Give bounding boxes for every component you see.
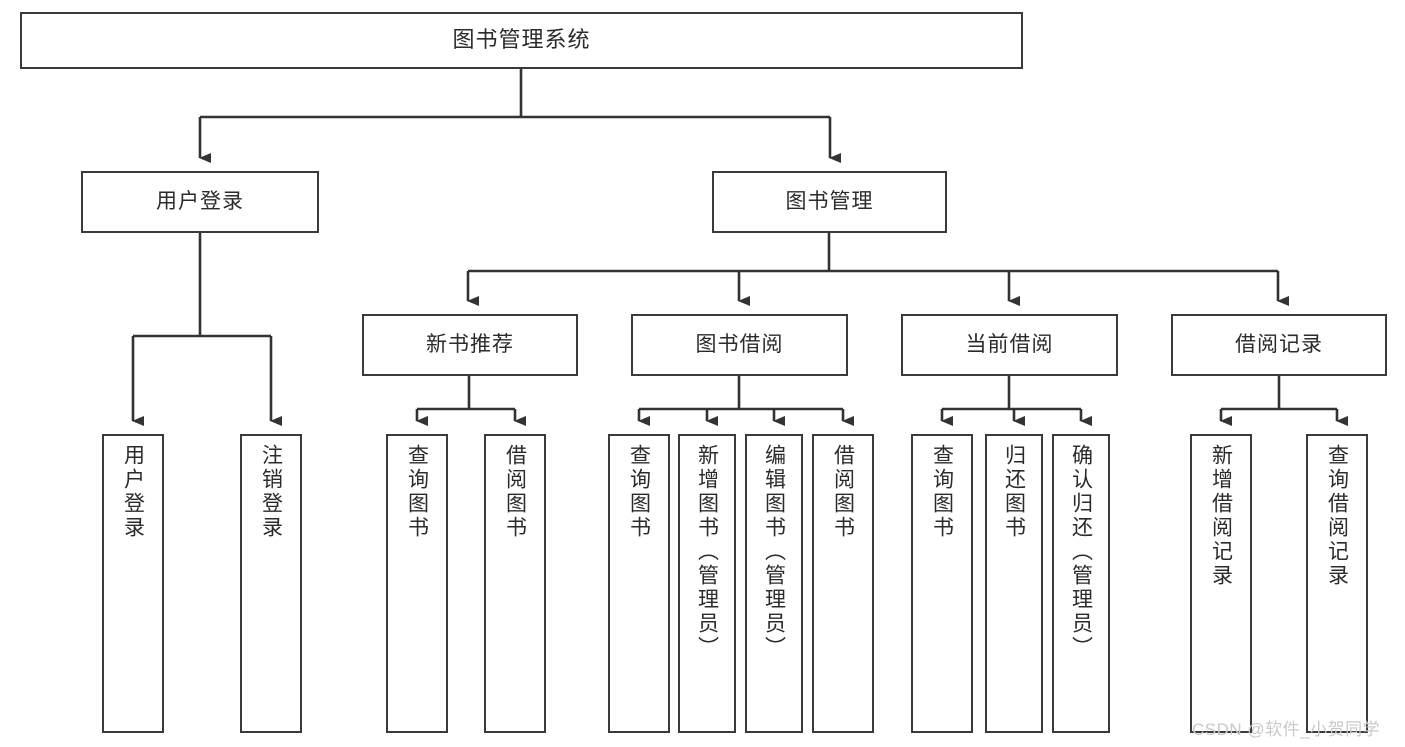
node-leaf-borrow-book-1-label: 借阅图书 [503,444,527,540]
node-leaf-user-login[interactable]: 用户登录 [102,434,164,733]
node-root-label: 图书管理系统 [452,27,591,53]
node-leaf-query-book-2-label: 查询图书 [627,444,651,540]
node-leaf-return-book-label: 归还图书 [1002,444,1026,540]
csdn-watermark: CSDN @软件_小贺同学 [1192,720,1381,739]
node-borrow-record[interactable]: 借阅记录 [1171,314,1387,376]
node-leaf-add-borrow-record-label: 新增借阅记录 [1209,444,1233,588]
node-current-borrow[interactable]: 当前借阅 [901,314,1118,376]
node-root[interactable]: 图书管理系统 [20,12,1023,69]
node-new-book-recommend-label: 新书推荐 [426,333,514,357]
node-leaf-query-book-3-label: 查询图书 [930,444,954,540]
node-new-book-recommend[interactable]: 新书推荐 [362,314,578,376]
node-user-login[interactable]: 用户登录 [81,171,319,233]
node-leaf-add-book-label: 新增图书（管理员） [695,444,719,660]
node-leaf-query-book-1[interactable]: 查询图书 [386,434,448,733]
node-leaf-user-logout[interactable]: 注销登录 [240,434,302,733]
node-leaf-query-borrow-record-label: 查询借阅记录 [1325,444,1349,588]
node-leaf-add-book[interactable]: 新增图书（管理员） [678,434,736,733]
node-leaf-confirm-return-label: 确认归还（管理员） [1069,444,1093,660]
node-leaf-borrow-book-1[interactable]: 借阅图书 [484,434,546,733]
node-leaf-user-logout-label: 注销登录 [259,444,283,540]
node-leaf-user-login-label: 用户登录 [121,444,145,540]
node-book-manage-label: 图书管理 [785,190,874,214]
node-leaf-borrow-book-2-label: 借阅图书 [831,444,855,540]
node-borrow-record-label: 借阅记录 [1235,333,1323,357]
node-user-login-label: 用户登录 [156,190,244,214]
node-book-borrow-label: 图书借阅 [695,333,784,357]
node-leaf-edit-book-label: 编辑图书（管理员） [762,444,786,660]
node-leaf-query-borrow-record[interactable]: 查询借阅记录 [1306,434,1368,733]
node-current-borrow-label: 当前借阅 [965,333,1054,357]
node-leaf-return-book[interactable]: 归还图书 [985,434,1043,733]
node-leaf-query-book-2[interactable]: 查询图书 [608,434,670,733]
node-leaf-borrow-book-2[interactable]: 借阅图书 [812,434,874,733]
node-leaf-confirm-return[interactable]: 确认归还（管理员） [1052,434,1110,733]
node-leaf-query-book-1-label: 查询图书 [405,444,429,540]
node-leaf-query-book-3[interactable]: 查询图书 [911,434,973,733]
node-leaf-edit-book[interactable]: 编辑图书（管理员） [745,434,803,733]
node-book-manage[interactable]: 图书管理 [712,171,947,233]
node-book-borrow[interactable]: 图书借阅 [631,314,848,376]
node-leaf-add-borrow-record[interactable]: 新增借阅记录 [1190,434,1252,733]
